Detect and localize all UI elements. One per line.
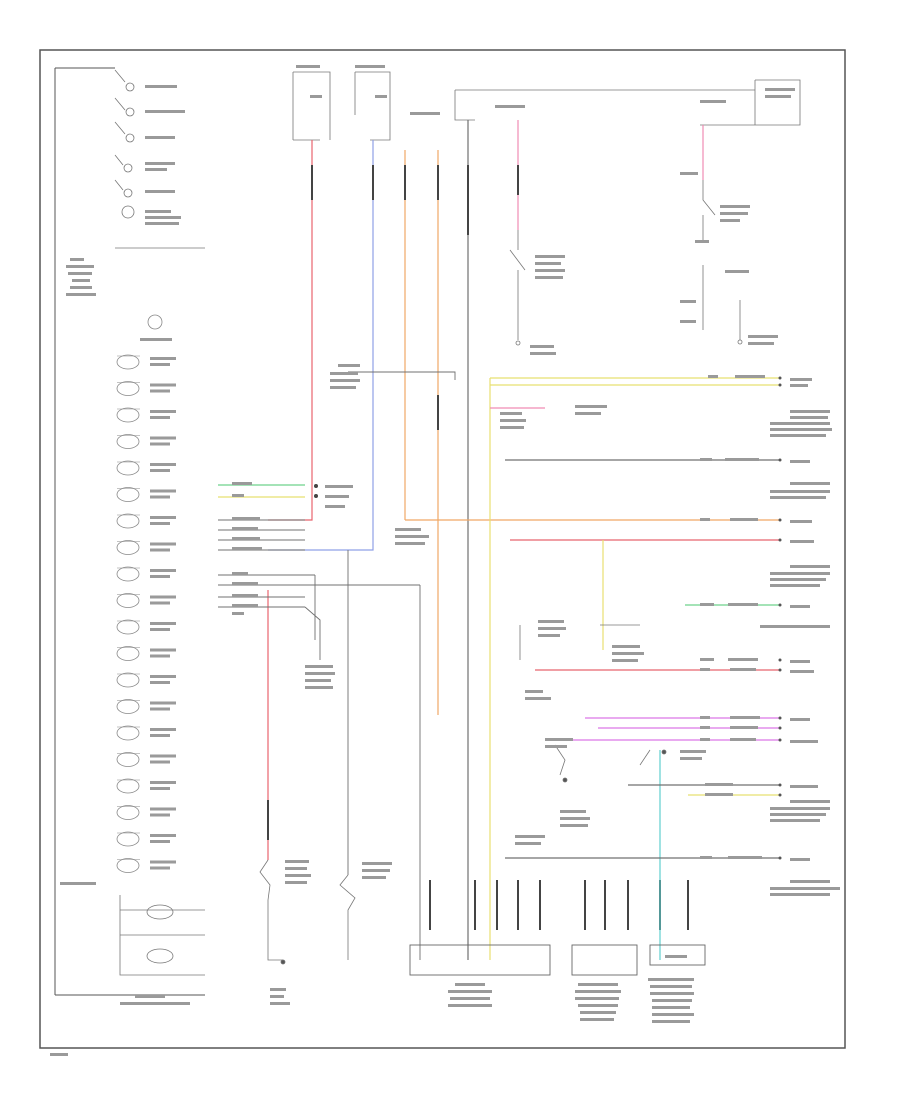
right-connector-pins: [778, 376, 782, 860]
fuel-gauge-icon: [147, 314, 163, 330]
wire-red-power: [268, 140, 313, 521]
module-box: [409, 944, 551, 976]
bottom-switches: [259, 859, 356, 965]
fuse-block-top: [292, 71, 801, 141]
module-box: [649, 944, 706, 966]
cluster-gauge: [116, 858, 176, 873]
wire-gray-splice: [348, 371, 456, 380]
brake-switch-labels: [530, 172, 778, 355]
cluster-gauge: [116, 805, 176, 820]
cluster-gauge: [116, 434, 176, 449]
brake-switch: [509, 180, 743, 346]
bottom-modules: [409, 944, 706, 976]
connector-marks: [267, 165, 689, 930]
fuse-labels: [296, 65, 795, 115]
cluster-gauge: [116, 699, 176, 714]
cluster-gauge: [116, 831, 176, 847]
module-labels: [448, 955, 694, 1023]
cluster-gauge: [116, 381, 176, 396]
instrument-cluster: [50, 67, 205, 1056]
cluster-gauge: [116, 752, 176, 767]
cluster-gauge: [116, 407, 176, 423]
cluster-gauge: [116, 778, 176, 794]
cluster-footer-label: [120, 1002, 190, 1005]
cluster-illumination: [119, 895, 205, 976]
cluster-gauge: [116, 460, 176, 476]
diagram-id-label: [50, 1053, 68, 1056]
cluster-gauge: [116, 540, 176, 555]
cluster-bottom-label: [60, 882, 96, 885]
diagram-frame: [39, 49, 846, 1049]
cluster-gauge: [116, 646, 176, 661]
module-box: [571, 944, 638, 976]
cluster-gauge: [116, 593, 176, 608]
cluster-connector: [218, 482, 421, 960]
center-splices: [330, 364, 700, 875]
lamp-labels: [145, 85, 185, 225]
mid-components: [519, 624, 667, 783]
cluster-gauge: [116, 725, 176, 741]
warning-text-block: [66, 258, 96, 296]
gauge-label: [140, 338, 172, 341]
bottom-switch-labels: [270, 665, 392, 1005]
cluster-gauge: [116, 487, 176, 502]
gauge-stack: [116, 354, 176, 873]
cluster-gauge: [116, 672, 176, 688]
mid-labels: [500, 405, 706, 845]
wire-blue: [268, 140, 374, 551]
cluster-gauge: [116, 513, 176, 529]
indicator-lamp-group: [114, 69, 135, 219]
cluster-gauge: [116, 619, 176, 635]
cluster-footer-label: [135, 995, 165, 998]
cluster-gauge: [116, 566, 176, 582]
cluster-gauge: [116, 354, 176, 370]
right-labels: [700, 375, 840, 896]
